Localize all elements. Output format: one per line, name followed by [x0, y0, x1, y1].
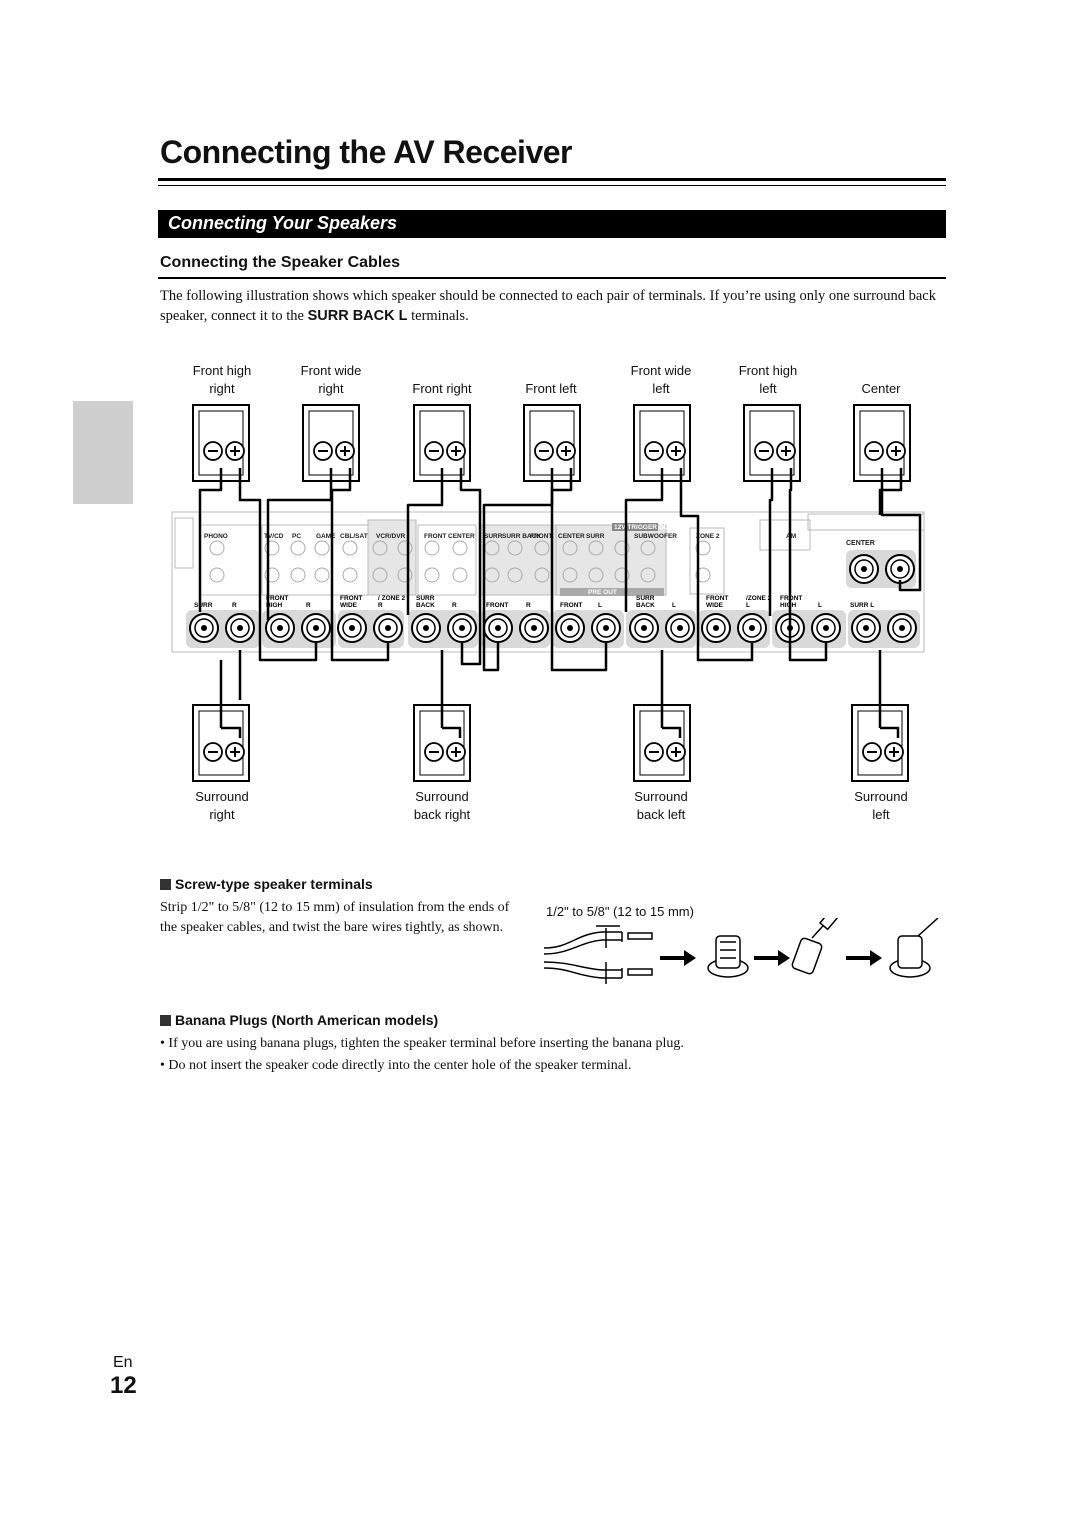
terminal-label: R: [378, 602, 383, 609]
terminal-label: HIGH: [266, 602, 283, 609]
terminal-label: WIDE: [340, 602, 358, 609]
side-tab: [73, 401, 133, 504]
title-rule: [158, 178, 946, 181]
subsection-rule: [158, 277, 946, 279]
terminal-label: FRONT: [560, 602, 582, 609]
terminal-label: SURR: [194, 602, 213, 609]
input-label: CENTER: [448, 533, 475, 540]
terminal-label: WIDE: [706, 602, 724, 609]
intro-paragraph: The following illustration shows which s…: [160, 286, 950, 326]
input-label: SURR: [484, 533, 503, 540]
input-label: PHONO: [204, 533, 228, 540]
terminal-label: /ZONE 2: [746, 595, 772, 602]
page-title: Connecting the AV Receiver: [160, 134, 572, 170]
intro-text-end: terminals.: [407, 308, 469, 324]
input-label: TV/CD: [264, 533, 284, 540]
speaker-cables: [198, 468, 922, 738]
page-number: 12: [110, 1372, 137, 1399]
section-title: Connecting Your Speakers: [168, 213, 398, 233]
banana-bullet: • Do not insert the speaker code directl…: [160, 1058, 632, 1073]
input-label: FRONT: [530, 533, 552, 540]
terminal-label: BACK: [416, 602, 435, 609]
input-label: FRONT: [424, 533, 446, 540]
terminal-label: SURR: [416, 595, 435, 602]
terminal-label: FRONT: [266, 595, 288, 602]
language-marker: En: [113, 1354, 133, 1371]
banana-heading: Banana Plugs (North American models): [160, 1012, 438, 1028]
input-label: CBL/SAT: [340, 533, 368, 540]
screw-heading: Screw-type speaker terminals: [160, 876, 373, 892]
center-label: CENTER: [846, 540, 875, 547]
terminal-label: R: [526, 602, 531, 609]
section-bar: Connecting Your Speakers: [158, 210, 946, 238]
terminal-label: HIGH: [780, 602, 797, 609]
terminal-label: FRONT: [340, 595, 362, 602]
input-label: PRE OUT: [588, 589, 617, 596]
terminal-label: FRONT: [486, 602, 508, 609]
wire-strip-illustration: [543, 918, 939, 984]
input-label: SUBWOOFER: [634, 533, 677, 540]
input-label: PC: [292, 533, 301, 540]
input-label: SURR BACK: [502, 533, 541, 540]
screw-text: Strip 1/2" to 5/8" (12 to 15 mm) of insu…: [160, 900, 510, 935]
bottom-speakers: [192, 704, 909, 782]
terminal-label: L: [672, 602, 676, 609]
terminal-label: SURR L: [850, 602, 874, 609]
input-label: GAME: [316, 533, 336, 540]
terminal-label: L: [818, 602, 822, 609]
title-rule-thin: [158, 185, 946, 186]
banana-bullet: • If you are using banana plugs, tighten…: [160, 1036, 684, 1051]
input-label: VCR/DVR: [376, 533, 406, 540]
terminal-label: R: [232, 602, 237, 609]
terminal-label: L: [598, 602, 602, 609]
input-label: 12V TRIGGER OUT: [614, 524, 673, 531]
strip-dimension-label: 1/2" to 5/8" (12 to 15 mm): [546, 904, 694, 919]
input-label: SURR: [586, 533, 605, 540]
terminal-label: R: [306, 602, 311, 609]
terminal-label: FRONT: [706, 595, 728, 602]
terminal-label: R: [452, 602, 457, 609]
input-label: CENTER: [558, 533, 585, 540]
speaker-label: Front left: [525, 381, 577, 396]
intro-text: The following illustration shows which s…: [160, 288, 936, 324]
subsection-title: Connecting the Speaker Cables: [160, 254, 401, 271]
terminal-label: L: [746, 602, 750, 609]
terminal-label: / ZONE 2: [378, 595, 405, 602]
speaker-label: Front right: [412, 381, 472, 396]
input-label: ZONE 2: [696, 533, 720, 540]
terminal-label: BACK: [636, 602, 655, 609]
speaker-label: Center: [861, 381, 901, 396]
terminal-label: SURR: [636, 595, 655, 602]
intro-bold: SURR BACK L: [307, 308, 408, 324]
